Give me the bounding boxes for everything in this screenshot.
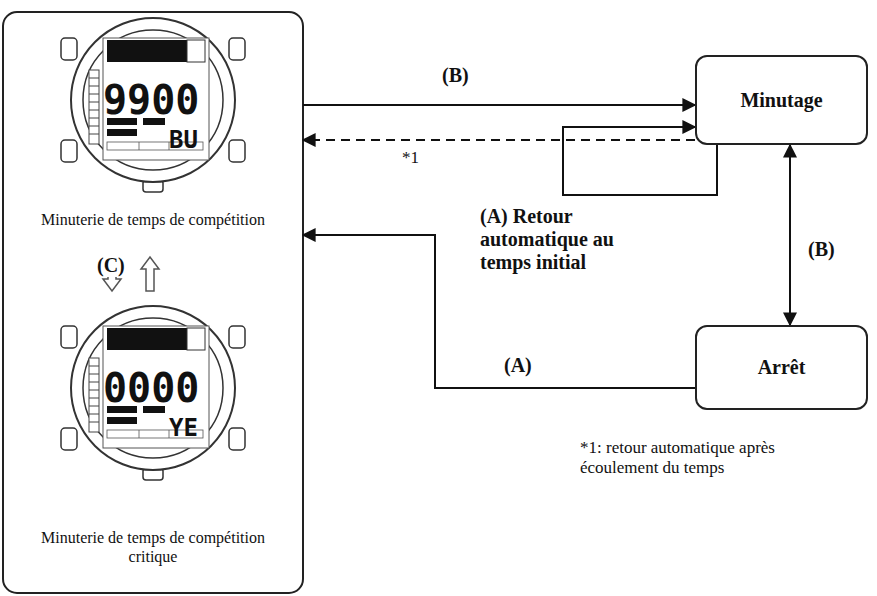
caption: Minuterie de temps de compétition critiq… xyxy=(33,528,273,566)
lcd-code: YE xyxy=(169,416,198,440)
transition-arrow xyxy=(303,105,695,106)
transition-arrow xyxy=(563,127,717,195)
transition-arrow xyxy=(303,140,695,141)
display-mode-panel: 0000YE Minuterie de temps de compétition … xyxy=(3,292,303,592)
edge-label: *1 xyxy=(400,148,421,168)
lcd-digits: 0000 xyxy=(103,368,199,408)
edge-label: (C) xyxy=(95,254,127,277)
watch-drawing xyxy=(61,18,245,192)
box-label: Arrêt xyxy=(750,352,814,383)
caption: Minuterie de temps de compétition xyxy=(33,210,273,229)
watch-drawing xyxy=(61,306,245,480)
group-panel xyxy=(3,12,303,593)
state-box: Arrêt xyxy=(695,325,868,410)
state-box: Minutage xyxy=(695,55,868,145)
edge-label: (B) xyxy=(440,64,471,87)
footnote: *1: retour automatique après écoulement … xyxy=(580,438,810,479)
display-mode-panel: 9900BU Minuterie de temps de compétition xyxy=(3,12,303,256)
box-label: Minutage xyxy=(732,85,830,116)
lcd-code: BU xyxy=(169,128,198,152)
edge-label: (A) Retour automatique au temps initial xyxy=(478,205,652,274)
edge-label: (B) xyxy=(806,238,837,261)
lcd-digits: 9900 xyxy=(103,80,199,120)
edge-label: (A) xyxy=(502,354,534,377)
transition-arrow xyxy=(790,145,791,325)
